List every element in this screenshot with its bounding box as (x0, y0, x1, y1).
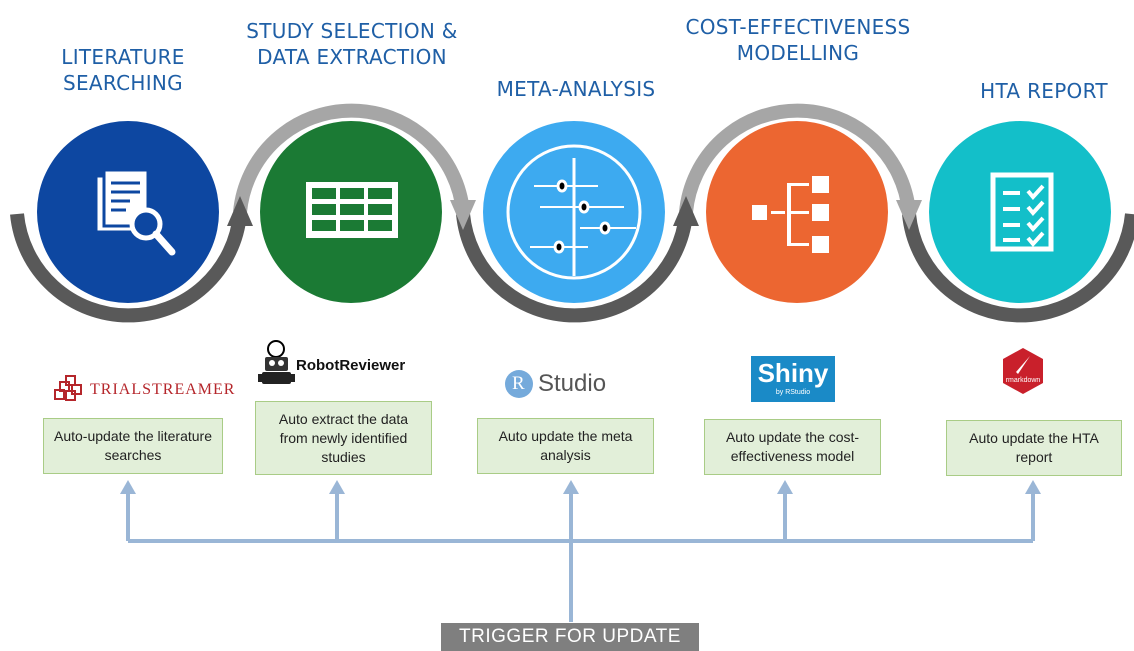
stage-title-cost: COST-EFFECTIVENESS MODELLING (685, 15, 911, 65)
arrowhead-3 (673, 196, 699, 226)
trigger-connectors (126, 493, 1035, 622)
arc-cost-top (679, 103, 916, 213)
trialstreamer-logo-text: TRIALSTREAMER (90, 381, 236, 398)
shiny-logo-text: Shiny (757, 358, 829, 388)
document-search-icon (94, 168, 176, 256)
rmarkdown-quill-icon (1016, 356, 1030, 374)
rstudio-logo-text: Studio (538, 370, 607, 397)
cycle-arrows (10, 103, 1134, 323)
stage-title-meta: META-ANALYSIS (496, 77, 656, 101)
action-box-literature: Auto-update the literature searches (43, 418, 223, 474)
circle-hta (929, 121, 1111, 303)
rmarkdown-logo-text: rmarkdown (1005, 377, 1041, 384)
stage-title-hta: HTA REPORT (980, 79, 1108, 103)
action-box-cost: Auto update the cost-effectiveness model (704, 419, 881, 475)
arrowhead-1 (227, 196, 253, 226)
arrowhead-2 (450, 200, 476, 230)
shiny-logo-badge (751, 356, 835, 402)
rstudio-logo-r: R (512, 373, 525, 394)
action-box-meta: Auto update the meta analysis (477, 418, 654, 474)
action-box-hta: Auto update the HTA report (946, 420, 1122, 476)
robotreviewer-logo-text: RobotReviewer (296, 357, 406, 374)
arc-meta-bottom (456, 213, 693, 323)
connector-arrowheads (120, 480, 1041, 494)
shiny-logo-subtext: by RStudio (775, 389, 811, 396)
table-grid-icon (306, 182, 398, 238)
forest-plot-icon (506, 144, 642, 280)
arc-hta-bottom (902, 213, 1134, 323)
arc-study-top (233, 103, 470, 213)
robot-icon (258, 340, 295, 384)
rstudio-logo-icon (505, 370, 533, 398)
stage-title-literature: LITERATURE SEARCHING (61, 45, 185, 95)
stage-title-study: STUDY SELECTION & DATA EXTRACTION (246, 19, 458, 69)
decision-tree-icon (752, 176, 829, 253)
checklist-icon (990, 172, 1054, 252)
rmarkdown-logo-icon (1003, 348, 1043, 394)
arc-literature-bottom (10, 213, 247, 323)
trigger-for-update-label: TRIGGER FOR UPDATE (441, 623, 699, 651)
action-box-study: Auto extract the data from newly identif… (255, 401, 432, 475)
trialstreamer-logo-icon (54, 375, 82, 401)
arrowhead-4 (896, 200, 922, 230)
